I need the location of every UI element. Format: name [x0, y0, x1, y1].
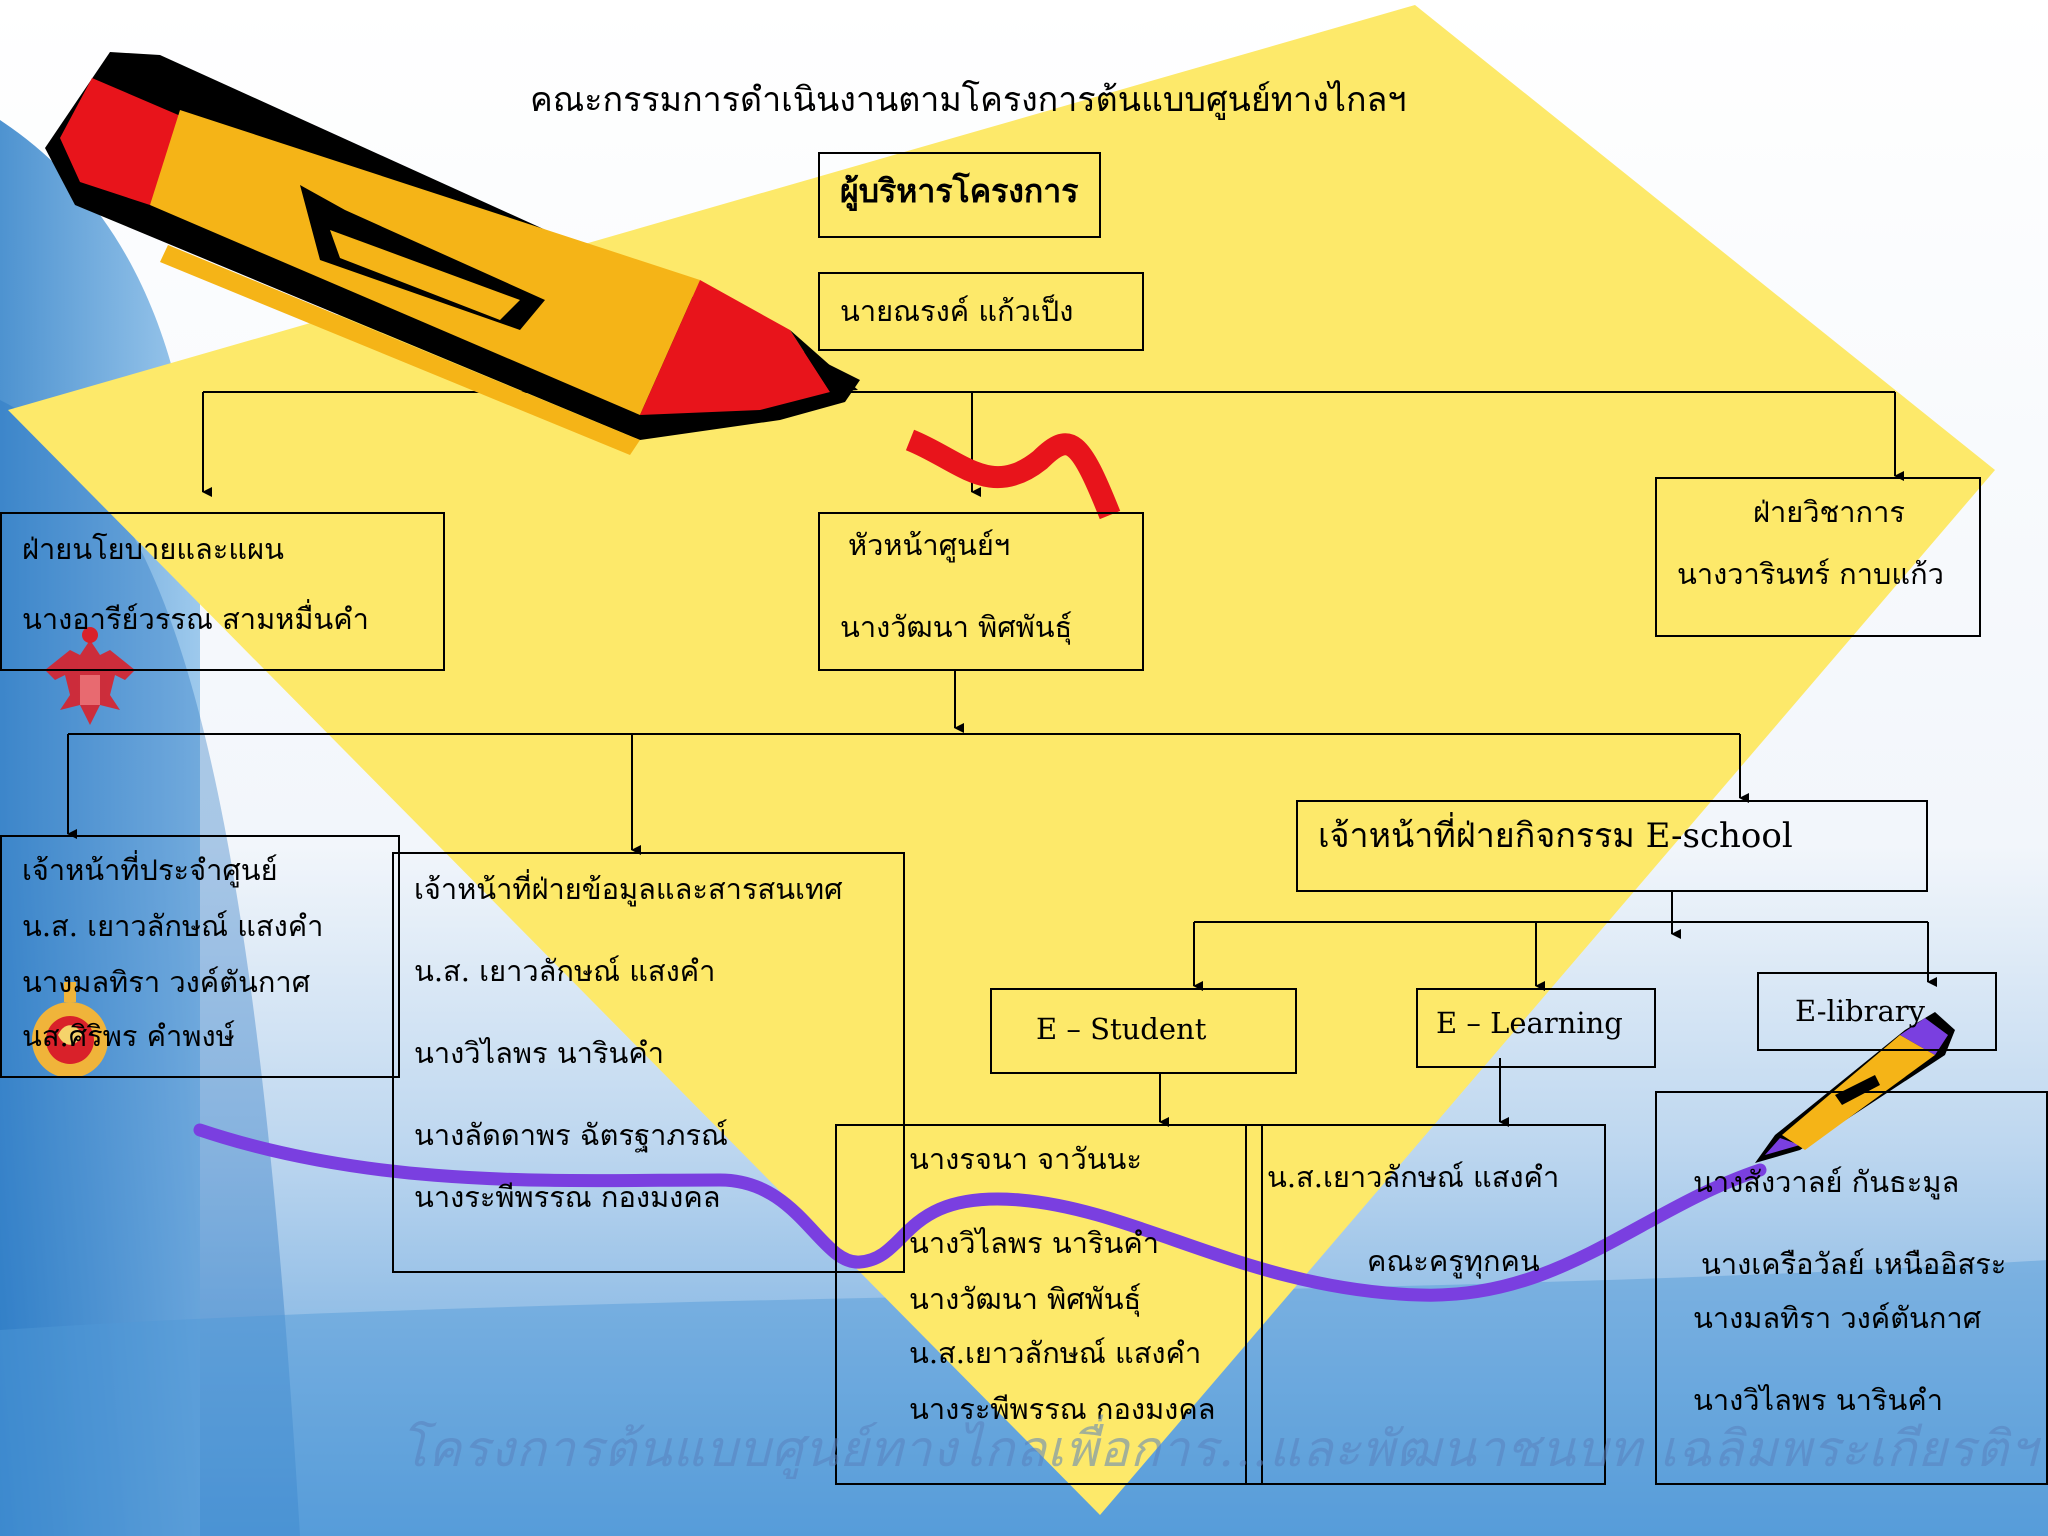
red-squiggle	[905, 429, 1121, 520]
e-library-members-box: นางสังวาลย์ กันธะมูล นางเครือวัลย์ เหนือ…	[1655, 1091, 2048, 1485]
e-library-member: นางเครือวัลย์ เหนืออิสระ	[1701, 1247, 2007, 1281]
e-student-member: นางรจนา จาวันนะ	[909, 1142, 1142, 1176]
e-library-member: นางสังวาลย์ กันธะมูล	[1693, 1165, 1960, 1199]
executive-heading: ผู้บริหารโครงการ	[840, 172, 1079, 210]
center-head-name: นางวัฒนา พิศพันธุ์	[840, 610, 1073, 644]
executive-name-box: นายณรงค์ แก้วเป็ง	[818, 272, 1144, 351]
executive-name: นายณรงค์ แก้วเป็ง	[840, 294, 1074, 328]
center-head-box: หัวหน้าศูนย์ฯ นางวัฒนา พิศพันธุ์	[818, 512, 1144, 671]
center-staff-member: นางมลทิรา วงค์ตันกาศ	[22, 965, 311, 999]
footer-watermark: โครงการต้นแบบศูนย์ทางไกลเพื่อการ...และพั…	[400, 1420, 2039, 1478]
academic-name: นางวารินทร์ กาบแก้ว	[1677, 557, 1944, 591]
center-head-heading: หัวหน้าศูนย์ฯ	[848, 528, 1011, 562]
royal-emblem-icon	[32, 982, 108, 1078]
policy-name: นางอารีย์วรรณ สามหมื่นคำ	[22, 602, 369, 636]
executive-heading-box: ผู้บริหารโครงการ	[818, 152, 1101, 238]
policy-box: ฝ่ายนโยบายและแผน นางอารีย์วรรณ สามหมื่นค…	[0, 512, 445, 671]
e-student-member: นางวัฒนา พิศพันธุ์	[909, 1282, 1142, 1316]
academic-box: ฝ่ายวิชาการ นางวารินทร์ กาบแก้ว	[1655, 477, 1981, 637]
e-student-members-box: นางรจนา จาวันนะ นางวิไลพร นารินคำ นางวัฒ…	[835, 1124, 1263, 1485]
center-staff-heading: เจ้าหน้าที่ประจำศูนย์	[22, 853, 278, 887]
policy-heading: ฝ่ายนโยบายและแผน	[22, 532, 284, 566]
e-library-member: นางวิไลพร นารินคำ	[1693, 1383, 1944, 1417]
eschool-box: เจ้าหน้าที่ฝ่ายกิจกรรม E-school	[1296, 800, 1928, 892]
e-student-member: น.ส.เยาวลักษณ์ แสงคำ	[909, 1336, 1202, 1370]
e-student-box: E – Student	[990, 988, 1297, 1074]
eschool-heading: เจ้าหน้าที่ฝ่ายกิจกรรม E-school	[1318, 816, 1793, 856]
info-staff-heading: เจ้าหน้าที่ฝ่ายข้อมูลและสารสนเทศ	[414, 872, 843, 906]
center-staff-member: นส.ศิริพร คำพงษ์	[22, 1019, 235, 1053]
info-staff-member: นางวิไลพร นารินคำ	[414, 1036, 665, 1070]
e-learning-label: E – Learning	[1436, 1006, 1623, 1040]
e-library-member: นางมลทิรา วงค์ตันกาศ	[1693, 1301, 1982, 1335]
diagram-title: คณะกรรมการดำเนินงานตามโครงการต้นแบบศูนย์…	[530, 80, 1407, 120]
e-student-label: E – Student	[1036, 1012, 1207, 1046]
garuda-emblem-icon	[45, 627, 135, 725]
e-library-label: E-library	[1795, 994, 1926, 1028]
e-student-member: นางระพีพรรณ กองมงคล	[909, 1392, 1216, 1426]
purple-squiggle	[193, 1123, 1767, 1302]
center-staff-member: น.ส. เยาวลักษณ์ แสงคำ	[22, 909, 324, 943]
info-staff-member: นางลัดดาพร ฉัตรฐาภรณ์	[414, 1118, 728, 1152]
info-staff-member: นางระพีพรรณ กองมงคล	[414, 1180, 721, 1214]
pencil-icon	[45, 52, 860, 455]
e-learning-members-box: น.ส.เยาวลักษณ์ แสงคำ คณะครูทุกคน	[1245, 1124, 1606, 1485]
e-learning-box: E – Learning	[1416, 988, 1656, 1068]
center-staff-box: เจ้าหน้าที่ประจำศูนย์ น.ส. เยาวลักษณ์ แส…	[0, 835, 400, 1078]
info-staff-member: น.ส. เยาวลักษณ์ แสงคำ	[414, 954, 716, 988]
e-student-member: นางวิไลพร นารินคำ	[909, 1226, 1160, 1260]
academic-heading: ฝ่ายวิชาการ	[1753, 495, 1905, 529]
e-learning-member: น.ส.เยาวลักษณ์ แสงคำ	[1267, 1160, 1560, 1194]
e-library-box: E-library	[1757, 972, 1997, 1051]
e-learning-member: คณะครูทุกคน	[1367, 1244, 1540, 1278]
info-staff-box: เจ้าหน้าที่ฝ่ายข้อมูลและสารสนเทศ น.ส. เย…	[392, 852, 905, 1273]
